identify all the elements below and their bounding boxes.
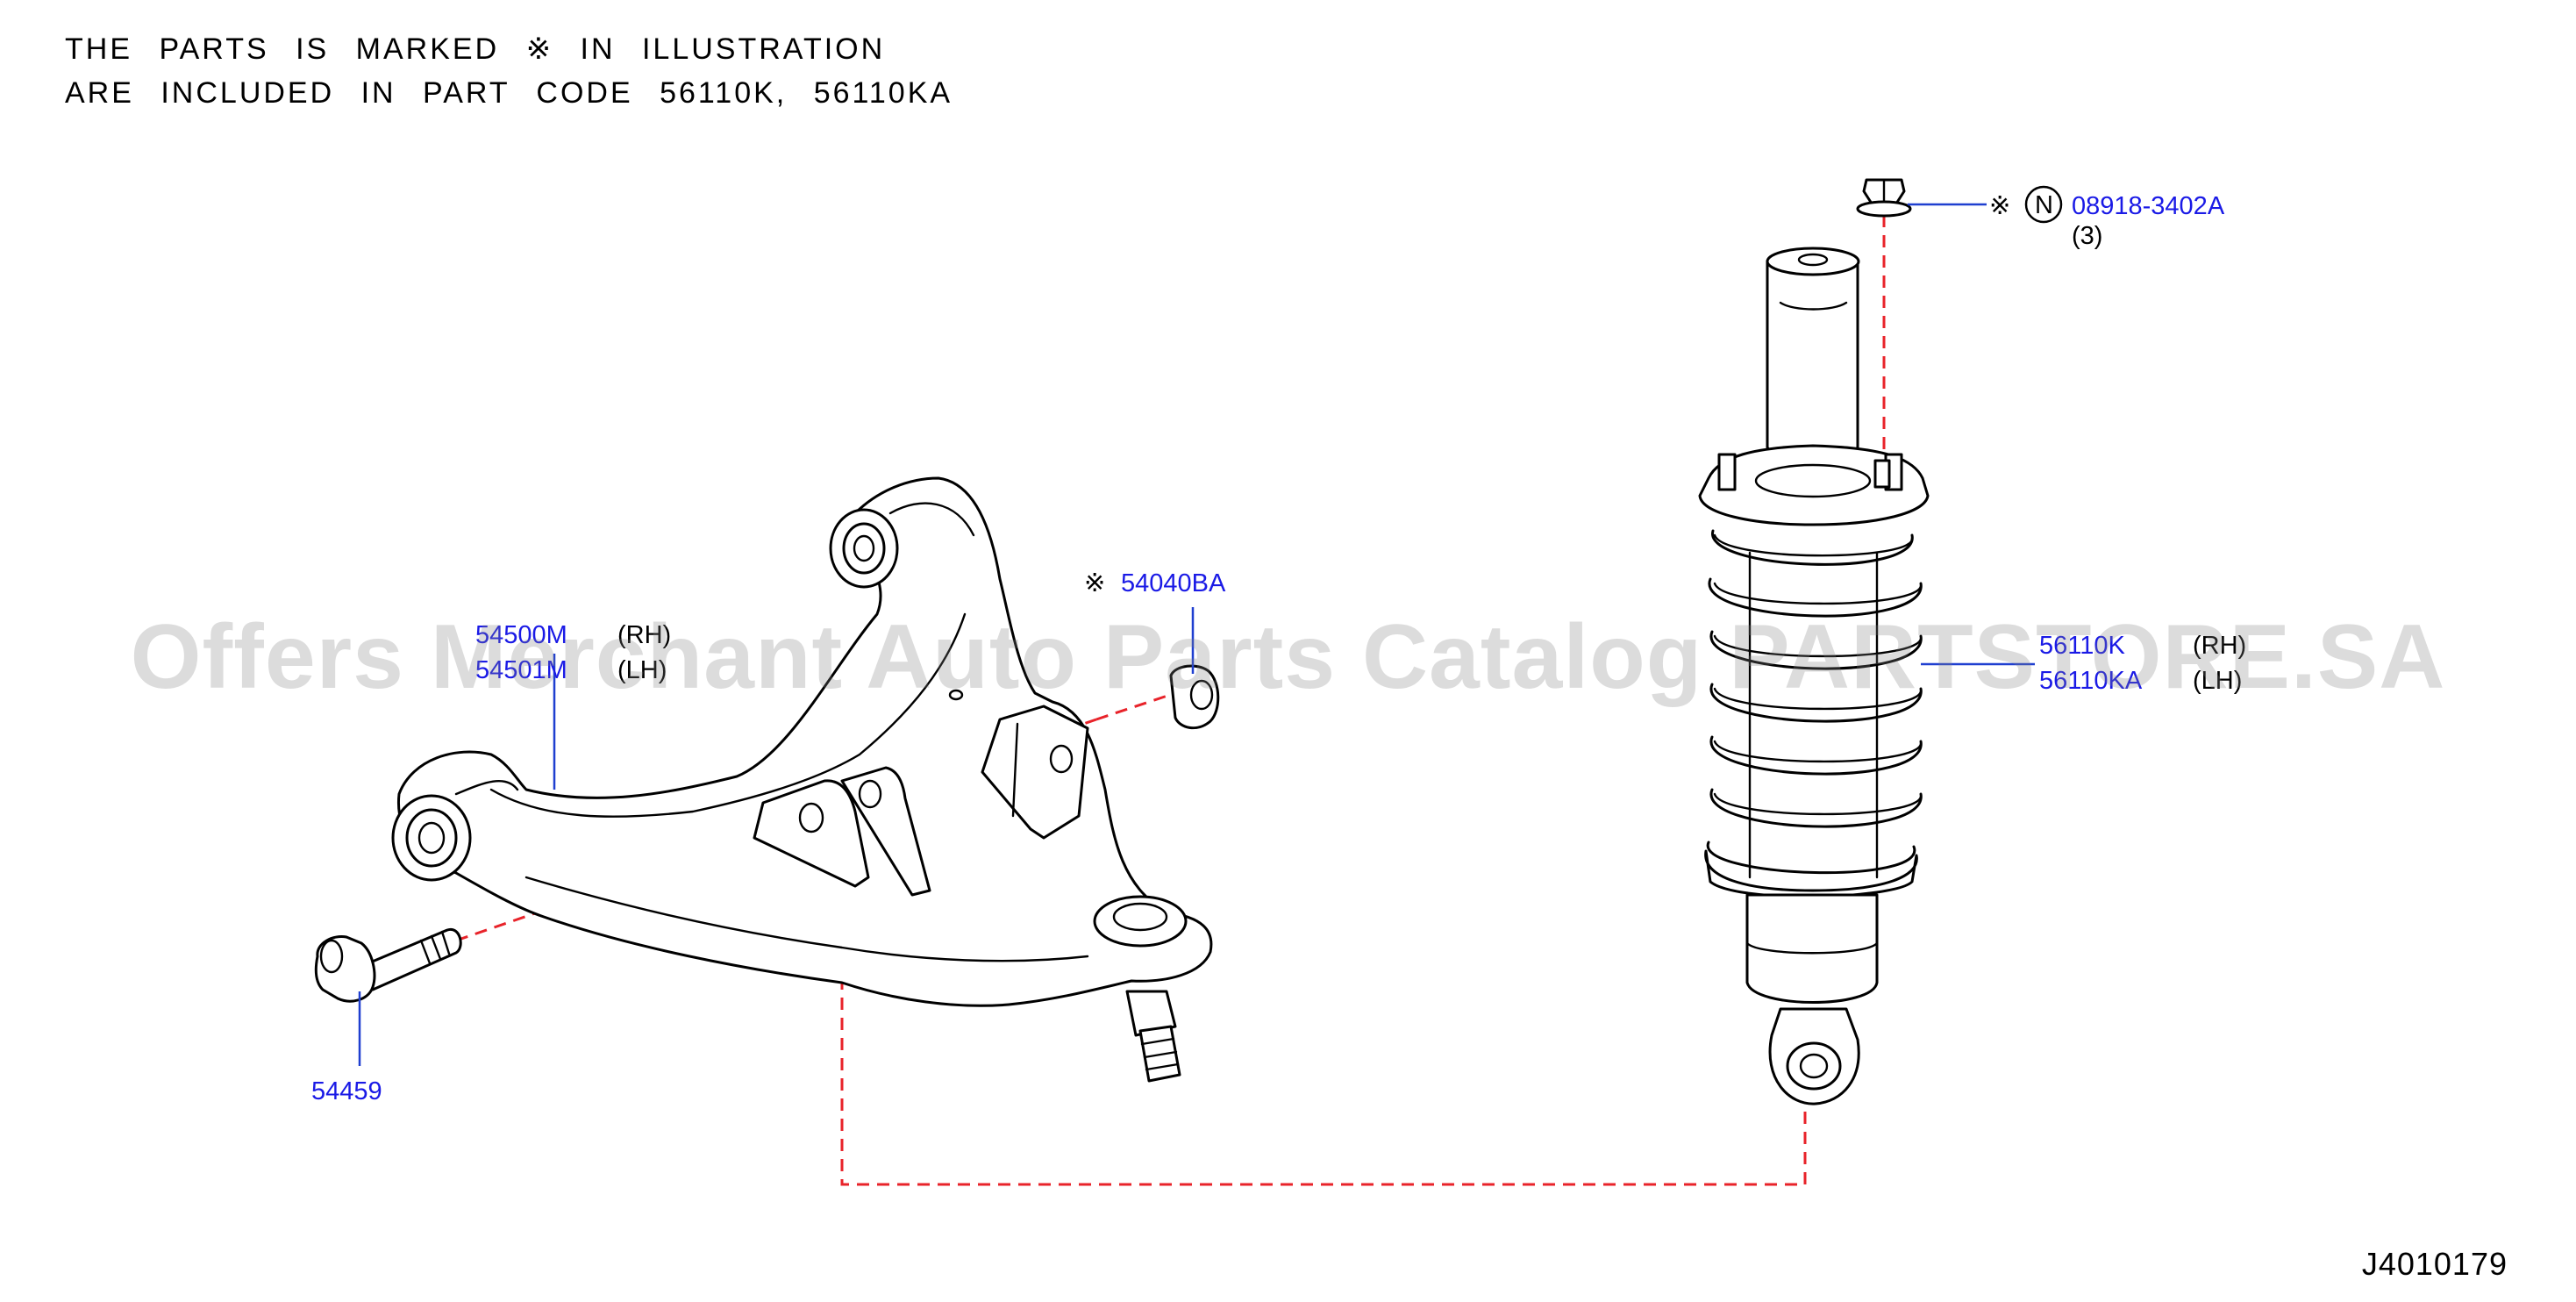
lower-arm-code-rh[interactable]: 54500M xyxy=(475,621,567,649)
bushing-code[interactable]: 54040BA xyxy=(1121,569,1226,597)
strut-code-lh[interactable]: 56110KA xyxy=(2039,667,2143,695)
nut-qty: (3) xyxy=(2072,222,2102,250)
strut-code-rh[interactable]: 56110K xyxy=(2039,632,2125,660)
nut-n-symbol-icon xyxy=(2024,185,2063,224)
strut-side-lh: (LH) xyxy=(2193,667,2242,695)
lower-arm-side-lh: (LH) xyxy=(617,656,667,684)
diagram-reference-number: J4010179 xyxy=(2361,1246,2508,1282)
bushing-mark-icon: ※ xyxy=(1084,569,1105,597)
lower-control-arm[interactable] xyxy=(391,476,1213,1083)
nut-08918-3402A[interactable] xyxy=(1856,178,1912,218)
bushing-54040BA[interactable] xyxy=(1169,664,1220,730)
part-labels: 54500M (RH) 54501M (LH) 54459 ※ 54040BA … xyxy=(311,185,2246,1105)
bolt-code[interactable]: 54459 xyxy=(311,1077,382,1105)
illustration-note-line-1: THE PARTS IS MARKED ※ IN ILLUSTRATION xyxy=(65,32,886,66)
nut-code[interactable]: 08918-3402A xyxy=(2072,192,2225,220)
lower-arm-side-rh: (RH) xyxy=(617,621,671,649)
nut-mark-icon: ※ xyxy=(1989,192,2010,220)
strut-assembly[interactable] xyxy=(1698,247,1930,1105)
nut-symbol: N xyxy=(2035,191,2053,219)
strut-side-rh: (RH) xyxy=(2193,632,2246,660)
watermark: Offers Merchant Auto Parts Catalog PARTS… xyxy=(130,606,2446,708)
illustration-note-line-2: ARE INCLUDED IN PART CODE 56110K, 56110K… xyxy=(65,76,953,110)
lower-arm-code-lh[interactable]: 54501M xyxy=(475,656,567,684)
leader-lines xyxy=(358,203,2035,1066)
bolt-54459[interactable] xyxy=(314,927,462,1003)
